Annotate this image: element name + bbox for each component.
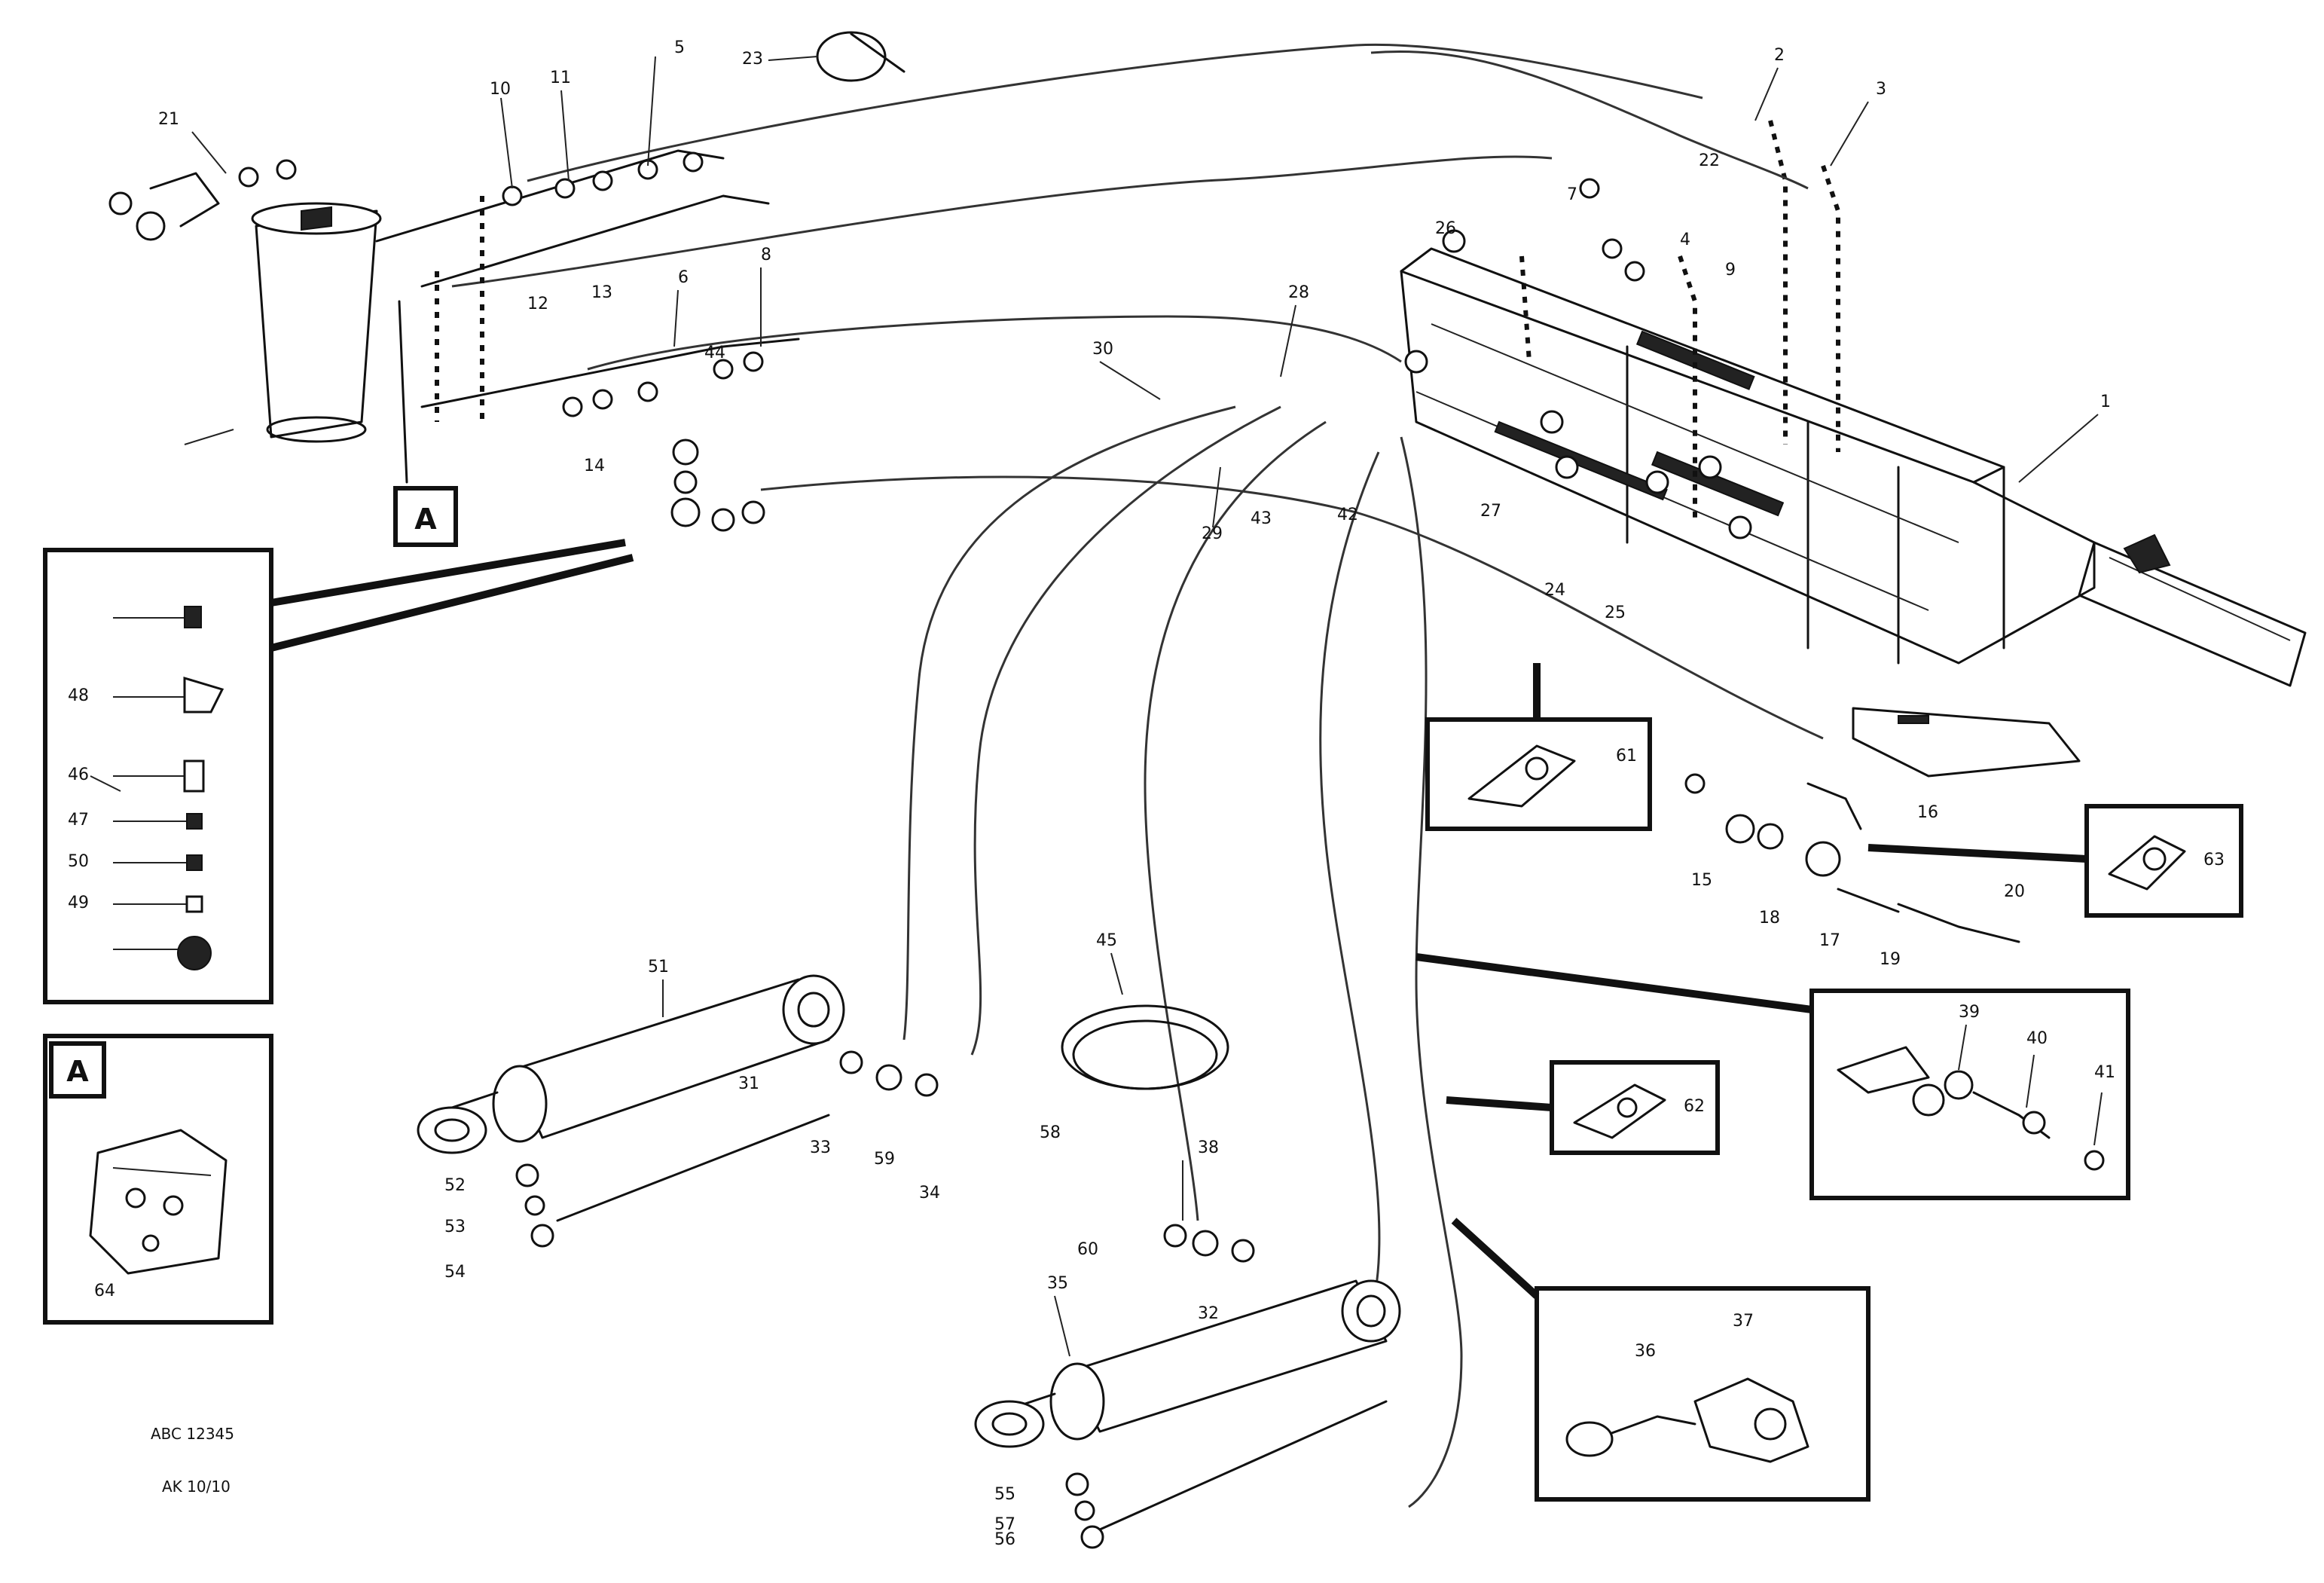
hose-ring [1061, 1004, 1229, 1090]
part-label: 33 [810, 1138, 831, 1157]
part-label: 53 [444, 1218, 466, 1236]
upper-pipe-assembly [375, 149, 770, 422]
part-label: 34 [919, 1184, 940, 1203]
part-label: 61 [1616, 747, 1637, 766]
part-label: 22 [1699, 151, 1720, 170]
part-label: 14 [584, 457, 605, 475]
tank-cylinder [251, 202, 382, 443]
part-label: 12 [527, 295, 548, 313]
part-label: 29 [1202, 524, 1223, 543]
bottom-hydraulic-cylinder [974, 1224, 1401, 1549]
part-label: 10 [490, 80, 511, 99]
part-label: 13 [591, 283, 612, 302]
part-label: 31 [738, 1074, 759, 1093]
part-label: 58 [1040, 1123, 1061, 1142]
part-label: 11 [550, 69, 571, 87]
part-label: 27 [1480, 502, 1501, 521]
part-label: 45 [1096, 931, 1117, 950]
part-label: 59 [874, 1150, 895, 1169]
part-label: 23 [742, 50, 763, 69]
part-label: 20 [2004, 882, 2025, 901]
part-label: 32 [1198, 1304, 1219, 1323]
callout-a-marker: A [393, 300, 458, 547]
part-label: 64 [94, 1282, 115, 1300]
hydraulic-hoses [451, 43, 1824, 1508]
part-label: 16 [1917, 803, 1938, 822]
part-label: 63 [2203, 851, 2225, 869]
reference-code: AK 10/10 [162, 1478, 231, 1496]
part-label: 42 [1337, 506, 1358, 524]
part-label: 25 [1605, 604, 1626, 622]
inset-part-61 [1425, 663, 1652, 831]
part-label: 28 [1288, 283, 1309, 302]
part-label: 30 [1092, 340, 1113, 359]
figure-id: ABC 12345 [151, 1425, 234, 1443]
part-label: 6 [678, 268, 689, 287]
part-label: 50 [68, 852, 89, 871]
part-label: 44 [704, 344, 725, 362]
part-label: 7 [1567, 185, 1577, 204]
part-label: 48 [68, 686, 89, 705]
part-label: 26 [1435, 219, 1456, 238]
top-fitting-part-23 [816, 31, 905, 82]
part-label: 35 [1047, 1274, 1068, 1293]
fitting-stack-mid [670, 439, 765, 532]
part-label: 17 [1819, 931, 1840, 950]
tank-fittings [108, 159, 297, 241]
legend-inset [43, 539, 634, 1004]
inset-part-63 [1867, 804, 2243, 918]
dashed-connection-lines [1519, 120, 1840, 520]
valve-fittings [1404, 178, 1752, 539]
part-label: 8 [761, 246, 771, 264]
part-label: 60 [1077, 1240, 1098, 1259]
part-label: 40 [2026, 1029, 2048, 1048]
pump-fittings [1684, 773, 2020, 943]
part-label: 38 [1198, 1138, 1219, 1157]
inset-part-62 [1446, 1060, 1720, 1155]
part-label: 18 [1759, 909, 1780, 927]
valve-spool-extension [2078, 533, 2307, 687]
part-label: 46 [68, 766, 89, 784]
control-valve-assembly [1400, 247, 2096, 665]
part-label: 2 [1774, 46, 1785, 65]
inset-valve-fittings [1415, 953, 2130, 1200]
part-label: 19 [1880, 950, 1901, 969]
inset-a-title: A [66, 1055, 89, 1088]
inset-hose-end [1451, 1218, 1870, 1502]
part-label: 57 [994, 1515, 1015, 1534]
inset-a: A [43, 1034, 273, 1325]
left-hydraulic-cylinder [417, 974, 939, 1248]
mounting-bracket [1852, 707, 2081, 778]
part-label: 39 [1959, 1003, 1980, 1022]
part-label: 41 [2094, 1063, 2115, 1082]
part-label: 52 [444, 1176, 466, 1195]
part-label: 55 [994, 1485, 1015, 1504]
part-label: 47 [68, 811, 89, 830]
part-label: 24 [1544, 581, 1565, 600]
leader-lines [90, 56, 2099, 1357]
callout-a-label: A [414, 503, 437, 536]
part-label: 4 [1680, 231, 1690, 249]
part-number-labels: 1 2 3 4 5 6 7 8 9 10 11 12 13 14 15 16 1… [68, 38, 2225, 1549]
part-label: 21 [158, 110, 179, 129]
part-label: 36 [1635, 1342, 1656, 1361]
part-label: 62 [1684, 1097, 1705, 1116]
lower-pipe-assembly [420, 338, 800, 417]
part-label: 51 [648, 958, 669, 976]
part-label: 3 [1876, 80, 1886, 99]
part-label: 49 [68, 894, 89, 912]
part-label: 37 [1733, 1312, 1754, 1331]
footer-ids: ABC 12345 AK 10/10 [151, 1425, 234, 1496]
part-label: 9 [1725, 261, 1736, 280]
part-label: 15 [1691, 871, 1712, 890]
part-label: 43 [1251, 509, 1272, 528]
part-label: 56 [994, 1530, 1015, 1549]
part-label: 1 [2100, 393, 2111, 411]
part-label: 5 [674, 38, 685, 57]
part-label: 54 [444, 1263, 466, 1282]
